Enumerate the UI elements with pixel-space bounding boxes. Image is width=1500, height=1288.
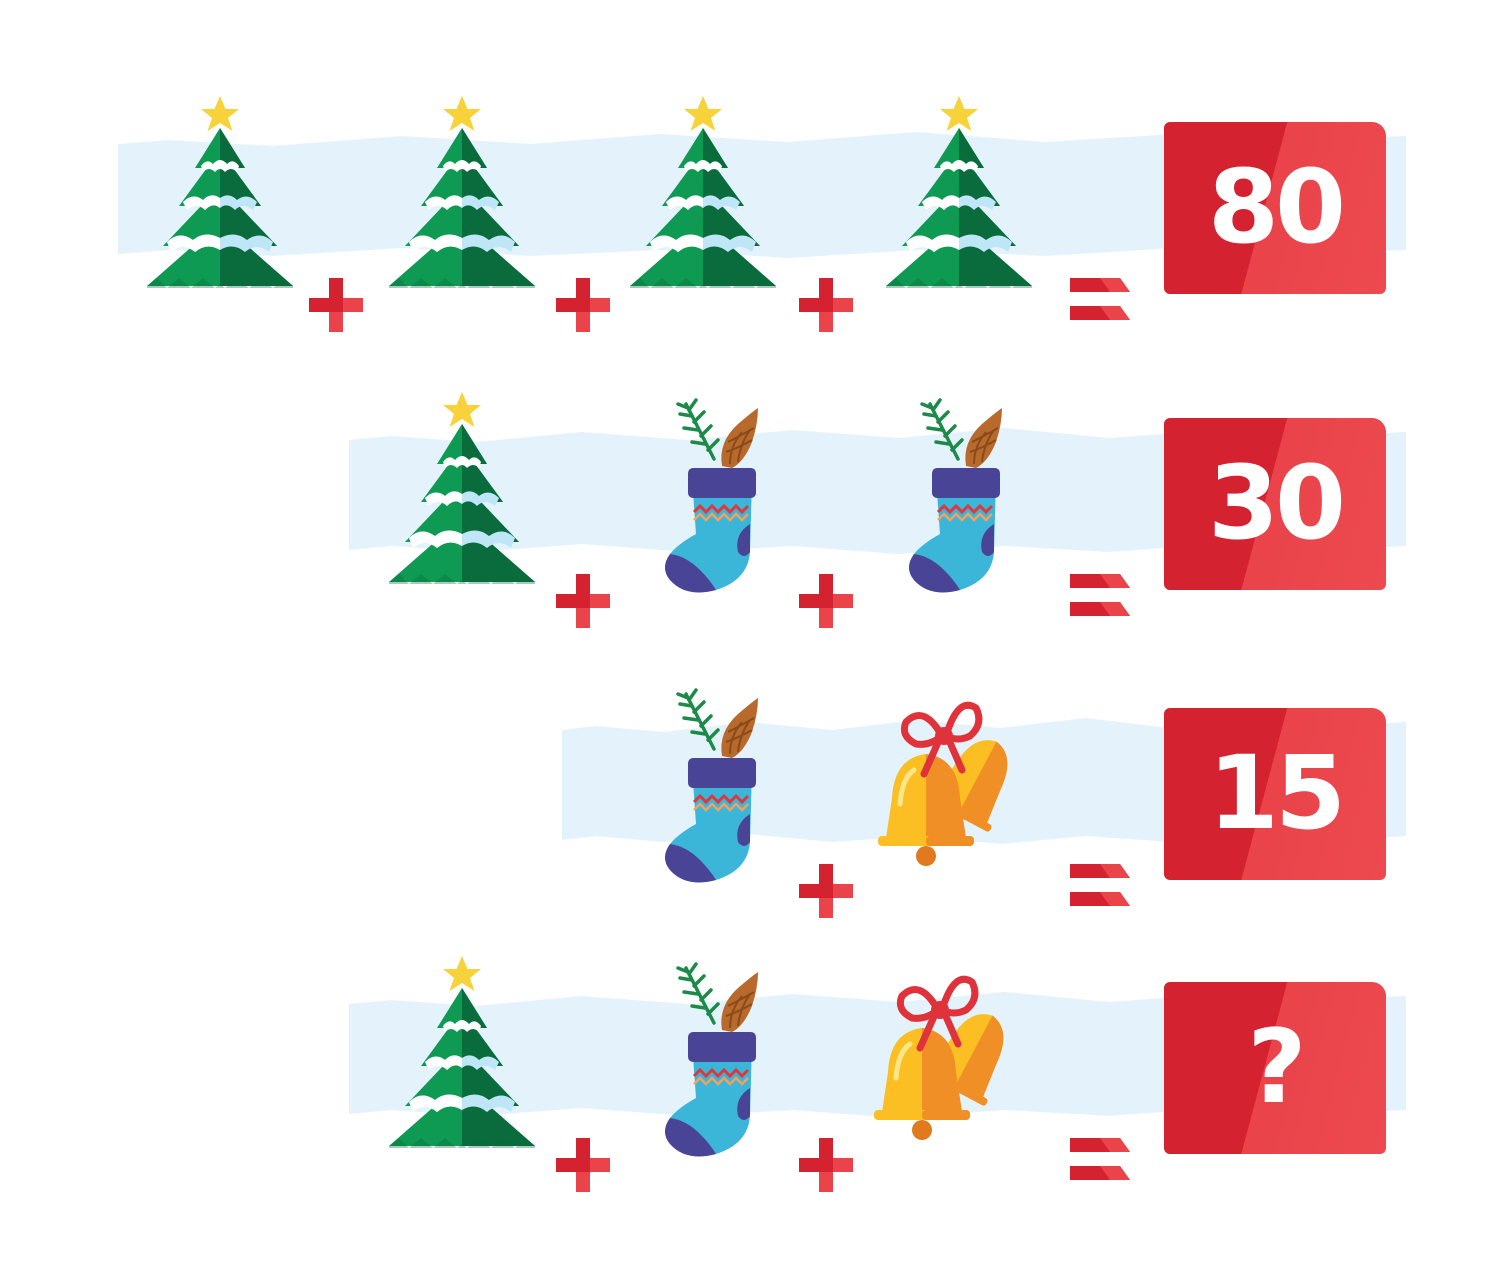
equals-icon bbox=[1070, 574, 1130, 618]
christmas-tree-icon bbox=[884, 88, 1034, 298]
equals-icon bbox=[1070, 278, 1130, 322]
christmas-tree-icon bbox=[387, 88, 537, 298]
result-value: 80 bbox=[1208, 148, 1346, 267]
christmas-tree-icon bbox=[387, 948, 537, 1158]
plus-icon bbox=[309, 278, 365, 334]
plus-icon bbox=[556, 1138, 612, 1194]
result-value: 30 bbox=[1208, 444, 1346, 563]
plus-icon bbox=[799, 574, 855, 630]
christmas-stocking-icon bbox=[878, 384, 1028, 594]
result-value: 15 bbox=[1208, 734, 1346, 853]
plus-icon bbox=[799, 278, 855, 334]
christmas-tree-icon bbox=[145, 88, 295, 298]
equation-row-2: 30 bbox=[0, 384, 1500, 604]
plus-icon bbox=[799, 1138, 855, 1194]
equation-row-4: ? bbox=[0, 948, 1500, 1168]
christmas-stocking-icon bbox=[634, 674, 784, 884]
equation-row-1: 80 bbox=[0, 88, 1500, 308]
jingle-bells-icon bbox=[862, 948, 1012, 1158]
christmas-stocking-icon bbox=[634, 384, 784, 594]
result-box: 30 bbox=[1164, 418, 1386, 590]
plus-icon bbox=[556, 574, 612, 630]
christmas-stocking-icon bbox=[634, 948, 784, 1158]
christmas-tree-icon bbox=[628, 88, 778, 298]
answer-box[interactable]: ? bbox=[1164, 982, 1386, 1154]
result-box: 15 bbox=[1164, 708, 1386, 880]
plus-icon bbox=[556, 278, 612, 334]
equals-icon bbox=[1070, 1138, 1130, 1182]
christmas-tree-icon bbox=[387, 384, 537, 594]
equals-icon bbox=[1070, 864, 1130, 908]
result-box: 80 bbox=[1164, 122, 1386, 294]
answer-question-mark: ? bbox=[1247, 1008, 1306, 1127]
jingle-bells-icon bbox=[866, 674, 1016, 884]
plus-icon bbox=[799, 864, 855, 920]
equation-row-3: 15 bbox=[0, 674, 1500, 894]
